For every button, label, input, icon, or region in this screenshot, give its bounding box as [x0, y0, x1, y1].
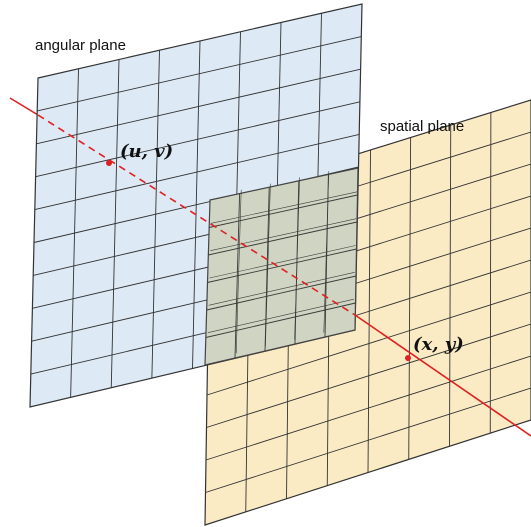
grid-line-horizontal	[211, 191, 358, 224]
grid-line-horizontal	[208, 272, 355, 306]
angular-plane-label: angular plane	[35, 37, 126, 54]
point-xy-label: (x, y)	[413, 334, 464, 355]
grid-line-horizontal	[34, 133, 360, 211]
grid-line-horizontal	[37, 36, 362, 112]
grid-line-horizontal	[206, 275, 357, 311]
grid-line-horizontal	[210, 218, 357, 251]
grid-line-horizontal	[205, 302, 356, 338]
grid-line-horizontal	[207, 248, 357, 283]
point-xy-marker	[405, 355, 411, 361]
angular-plane-grid	[30, 13, 362, 398]
ray-hidden-segment	[37, 114, 356, 316]
ray-back-segment	[354, 314, 531, 437]
point-uv-label: (u, v)	[120, 141, 173, 162]
grid-line-horizontal	[209, 245, 356, 279]
spatial-plane-label: spatial plane	[380, 118, 464, 135]
grid-line-horizontal	[35, 101, 361, 178]
plane-overlap	[204, 167, 359, 366]
grid-line-horizontal	[205, 355, 531, 461]
point-uv-marker	[106, 160, 112, 166]
grid-line-horizontal	[206, 291, 531, 396]
grid-line-horizontal	[36, 68, 361, 145]
ray-front-segment	[9, 97, 39, 116]
grid-line-horizontal	[208, 221, 358, 256]
grid-line-horizontal	[206, 323, 531, 428]
grid-line-horizontal	[209, 194, 358, 228]
grid-line-horizontal	[207, 298, 354, 333]
overlap-grid	[205, 171, 358, 359]
grid-line-horizontal	[205, 387, 531, 493]
